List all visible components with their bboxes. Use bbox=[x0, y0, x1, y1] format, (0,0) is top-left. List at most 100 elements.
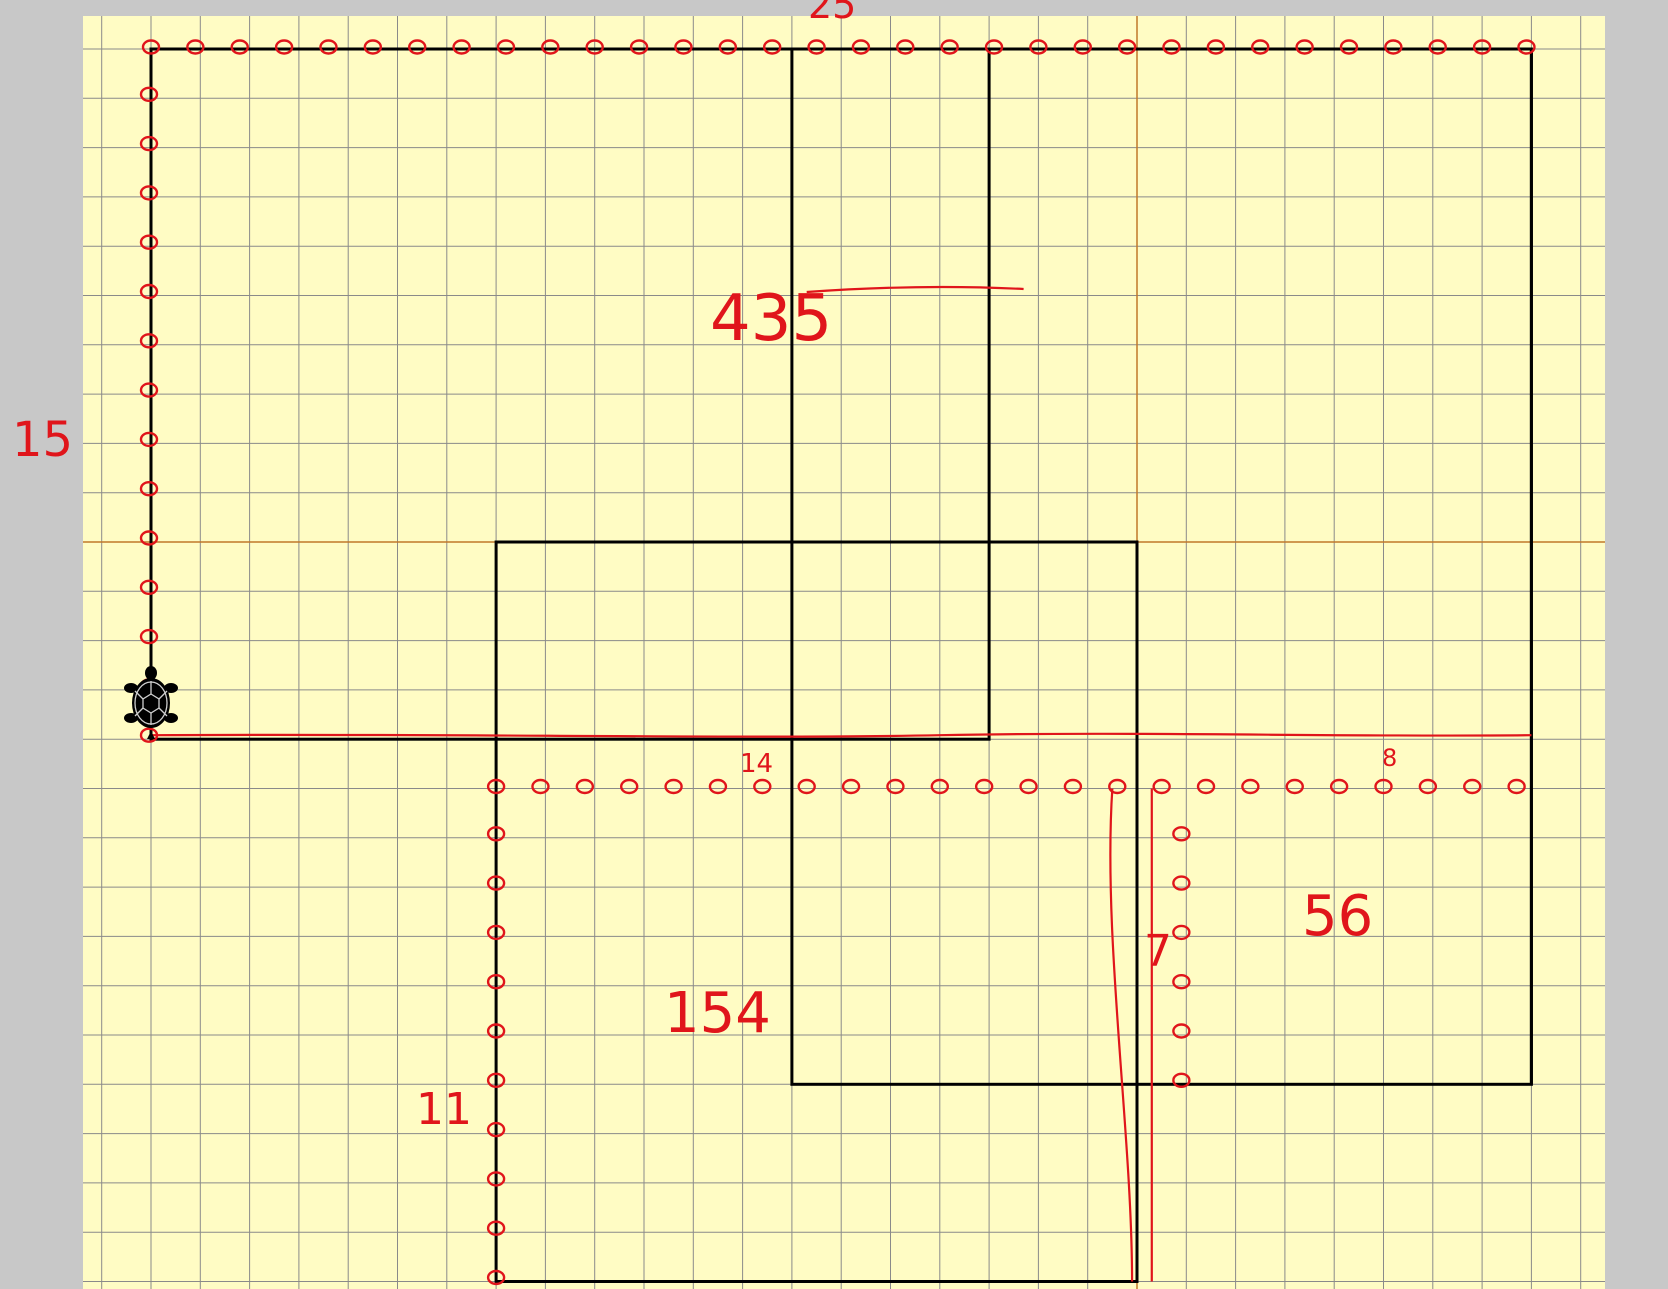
count-mark-top bbox=[1206, 39, 1226, 55]
count-mark-top bbox=[1384, 39, 1403, 55]
count-mark-top bbox=[186, 39, 205, 55]
red-overline bbox=[806, 285, 1024, 294]
count-mark-top bbox=[984, 39, 1004, 55]
count-mark-top bbox=[1339, 39, 1359, 55]
count-mark-top bbox=[274, 39, 294, 55]
count-mark-top bbox=[1428, 39, 1447, 55]
count-mark-middle bbox=[531, 778, 550, 795]
count-mark-top bbox=[762, 39, 782, 55]
red-underline bbox=[150, 732, 1532, 738]
count-mark-top bbox=[1073, 39, 1092, 55]
count-mark-left bbox=[139, 628, 159, 645]
count-mark-lower-left bbox=[486, 924, 506, 941]
annotation-labels: 25 435 15 14 8 56 7 154 11 bbox=[12, 0, 1397, 1135]
count-mark-lower-left bbox=[486, 1072, 506, 1089]
turtle-icon[interactable] bbox=[124, 666, 178, 739]
count-mark-lower-left bbox=[486, 1121, 506, 1138]
count-mark-top bbox=[319, 39, 338, 55]
grid-lines bbox=[83, 16, 1605, 1289]
count-mark-middle bbox=[664, 778, 683, 795]
annotation-bottom-left-side-number: 11 bbox=[416, 1084, 472, 1135]
count-mark-top bbox=[1517, 39, 1536, 55]
count-mark-right-column bbox=[1172, 826, 1191, 842]
count-mark-top bbox=[1117, 39, 1137, 55]
count-mark-right-column bbox=[1172, 1072, 1191, 1089]
annotation-center-number: 435 bbox=[710, 282, 832, 356]
hand-drawn-marks bbox=[139, 39, 1536, 1286]
count-mark-middle bbox=[1285, 778, 1304, 795]
red-column-strip bbox=[1109, 788, 1153, 1282]
count-mark-middle bbox=[753, 778, 772, 795]
count-mark-right-column bbox=[1172, 924, 1191, 941]
count-mark-top bbox=[807, 39, 826, 55]
count-mark-left bbox=[139, 382, 159, 398]
count-mark-top bbox=[408, 39, 427, 55]
count-mark-left bbox=[139, 530, 159, 546]
count-mark-left bbox=[139, 234, 159, 250]
grid-paper bbox=[83, 16, 1605, 1289]
count-mark-top bbox=[1295, 39, 1314, 55]
count-mark-middle bbox=[1507, 778, 1526, 795]
count-mark-middle bbox=[841, 778, 861, 795]
annotation-mid-small-number: 14 bbox=[740, 749, 773, 779]
count-mark-middle bbox=[1152, 778, 1171, 795]
count-mark-middle bbox=[1374, 778, 1393, 795]
count-mark-middle bbox=[1063, 778, 1083, 795]
count-mark-middle bbox=[1241, 778, 1260, 795]
count-mark-left bbox=[139, 579, 159, 595]
count-mark-lower-left bbox=[486, 1220, 506, 1236]
count-mark-left bbox=[139, 431, 159, 448]
count-mark-top bbox=[541, 39, 560, 55]
count-mark-top bbox=[1251, 39, 1270, 55]
count-mark-top bbox=[230, 39, 249, 55]
count-mark-middle bbox=[1463, 778, 1482, 795]
count-mark-top bbox=[452, 39, 471, 55]
annotation-mid-column-number: 7 bbox=[1144, 926, 1172, 977]
count-mark-top bbox=[851, 39, 871, 55]
count-mark-lower-left bbox=[486, 1023, 506, 1039]
count-mark-middle bbox=[1196, 778, 1216, 795]
count-mark-middle bbox=[708, 778, 728, 795]
count-mark-middle bbox=[1019, 778, 1038, 795]
count-mark-middle bbox=[797, 778, 816, 795]
count-mark-top bbox=[496, 39, 516, 55]
count-mark-top bbox=[674, 39, 693, 55]
count-mark-top bbox=[629, 39, 649, 55]
count-mark-lower-left bbox=[486, 826, 506, 842]
count-mark-left bbox=[139, 481, 159, 497]
count-mark-left bbox=[139, 86, 159, 103]
count-mark-top bbox=[1472, 39, 1492, 55]
count-mark-top bbox=[363, 39, 383, 55]
count-mark-middle bbox=[974, 778, 994, 795]
annotation-region-right-number: 56 bbox=[1302, 884, 1373, 949]
count-mark-top bbox=[896, 39, 915, 55]
count-mark-middle bbox=[930, 778, 949, 795]
count-mark-middle bbox=[1329, 778, 1349, 795]
annotation-right-small-number: 8 bbox=[1382, 744, 1397, 772]
annotation-left-number: 15 bbox=[12, 412, 73, 468]
count-mark-top bbox=[1029, 39, 1048, 55]
count-mark-middle bbox=[575, 778, 595, 795]
rectangle-c bbox=[494, 540, 1139, 1283]
annotation-top-number: 25 bbox=[808, 0, 856, 27]
count-mark-right-column bbox=[1172, 974, 1191, 990]
count-mark-right-column bbox=[1172, 875, 1191, 891]
count-mark-right-column bbox=[1172, 1023, 1191, 1039]
count-mark-top bbox=[718, 39, 738, 55]
count-mark-top bbox=[940, 39, 959, 55]
count-mark-top bbox=[141, 39, 161, 55]
count-mark-lower-left bbox=[486, 875, 506, 891]
count-mark-lower-left bbox=[486, 1171, 506, 1187]
count-mark-lower-left bbox=[486, 974, 506, 990]
count-mark-top bbox=[585, 39, 604, 55]
count-mark-middle bbox=[1418, 778, 1438, 795]
count-mark-left bbox=[139, 185, 159, 201]
count-mark-left bbox=[139, 283, 159, 300]
count-mark-middle bbox=[620, 778, 639, 795]
count-mark-middle bbox=[1108, 778, 1127, 795]
count-mark-top bbox=[1162, 39, 1181, 55]
count-mark-middle bbox=[486, 778, 506, 795]
count-mark-left bbox=[139, 135, 159, 152]
